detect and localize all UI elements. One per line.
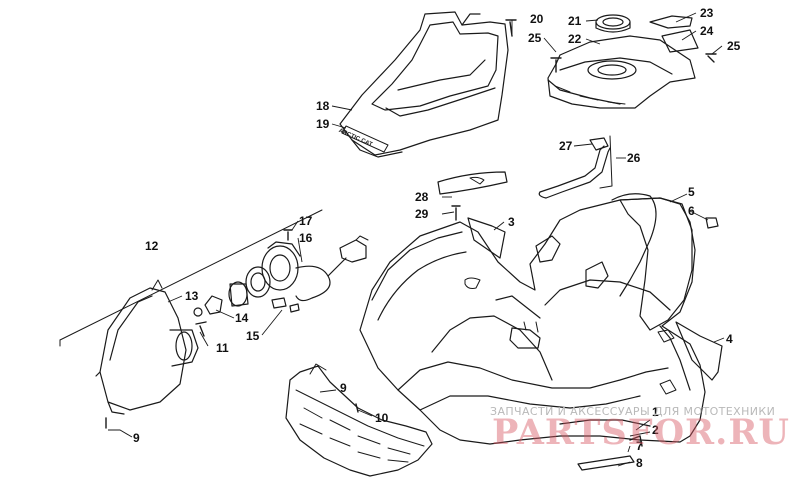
socket-harness (261, 229, 369, 302)
callout-4: 4 (726, 332, 733, 346)
headlight-housing (95, 279, 199, 415)
vent-hose (538, 135, 613, 199)
callout-1: 1 (652, 405, 659, 419)
callout-27: 27 (559, 139, 573, 153)
bulb-parts (193, 266, 300, 317)
callout-12: 12 (145, 239, 159, 253)
watermark-caption: ЗАПЧАСТИ И АКСЕССУАРЫ ДЛЯ МОТОТЕХНИКИ (490, 405, 776, 418)
emblem (341, 125, 389, 153)
callout-21: 21 (568, 14, 582, 28)
callout-9-left: 9 (133, 431, 140, 445)
headlight-assembly-frame (59, 209, 323, 347)
callout-28: 28 (415, 190, 429, 204)
callout-10: 10 (375, 411, 389, 425)
callout-15: 15 (246, 329, 260, 343)
callout-13: 13 (185, 289, 199, 303)
callout-24: 24 (700, 24, 714, 38)
watermark-logo: PARTSFOR.RU (492, 412, 790, 453)
callout-7: 7 (636, 439, 643, 453)
deflector-flap (467, 217, 506, 259)
front-grille (285, 363, 433, 477)
leader-lines (108, 12, 725, 467)
callout-22: 22 (568, 32, 582, 46)
callout-3: 3 (508, 215, 515, 229)
callout-17: 17 (299, 214, 313, 228)
callout-20: 20 (530, 12, 544, 26)
callout-5: 5 (688, 185, 695, 199)
strap-clip (577, 435, 643, 471)
callout-14: 14 (235, 311, 249, 325)
callout-23: 23 (700, 6, 714, 20)
callout-9-grille: 9 (340, 381, 347, 395)
side-panel (675, 321, 723, 381)
trim-strip (649, 15, 699, 53)
gasket-ring (595, 14, 631, 33)
storage-cover (505, 14, 717, 109)
callout-2: 2 (652, 423, 659, 437)
fender-cover (619, 197, 693, 331)
callout-25-right: 25 (727, 39, 741, 53)
callout-29: 29 (415, 207, 429, 221)
seat-cover (339, 11, 509, 158)
callout-18: 18 (316, 99, 330, 113)
callout-8: 8 (636, 456, 643, 470)
callout-25-left: 25 (528, 31, 542, 45)
callout-16: 16 (299, 231, 313, 245)
callout-11: 11 (216, 341, 229, 355)
callout-6: 6 (688, 204, 695, 218)
callout-19: 19 (316, 117, 330, 131)
callout-26: 26 (627, 151, 641, 165)
small-cover (437, 171, 508, 195)
